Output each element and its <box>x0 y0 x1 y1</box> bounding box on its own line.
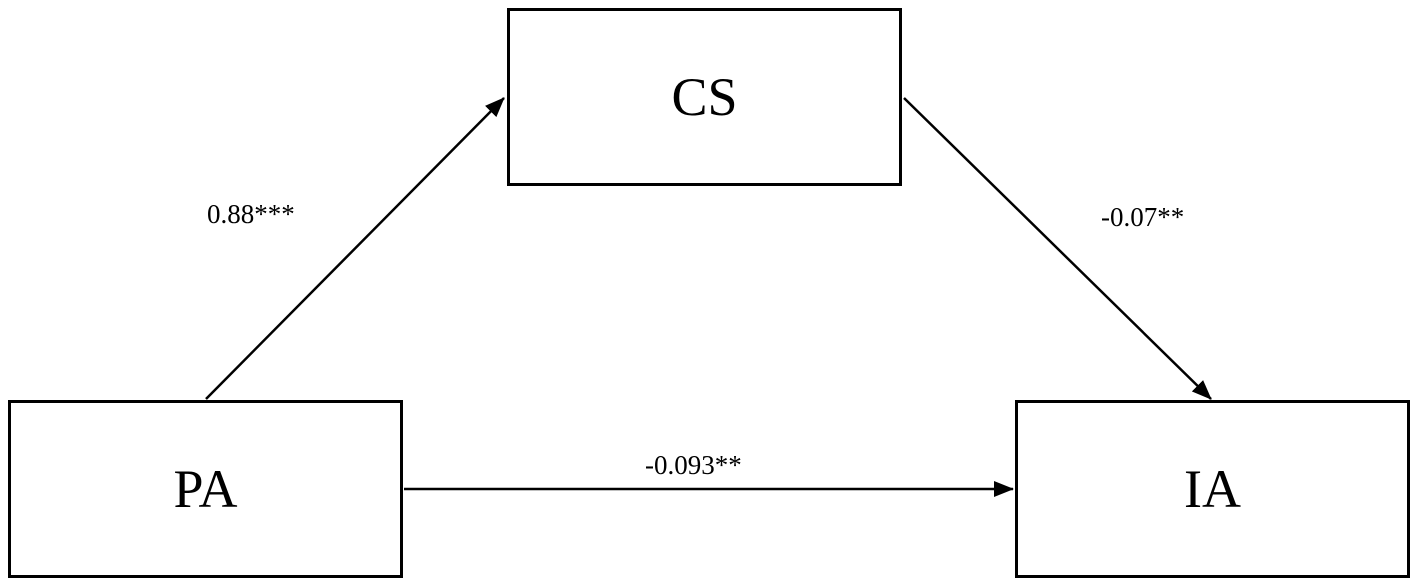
node-cs-label: CS <box>671 67 738 127</box>
node-cs: CS <box>507 8 902 186</box>
arrow-cs-to-ia <box>903 97 1212 400</box>
node-pa-label: PA <box>173 459 238 519</box>
node-pa: PA <box>8 400 403 578</box>
arrow-pa-to-cs <box>205 97 505 400</box>
path-coefficient-pa-cs: 0.88*** <box>207 199 295 229</box>
path-coefficient-pa-ia: -0.093** <box>645 450 742 480</box>
path-coefficient-cs-ia: -0.07** <box>1101 202 1185 232</box>
node-ia: IA <box>1015 400 1410 578</box>
node-ia-label: IA <box>1184 459 1241 519</box>
